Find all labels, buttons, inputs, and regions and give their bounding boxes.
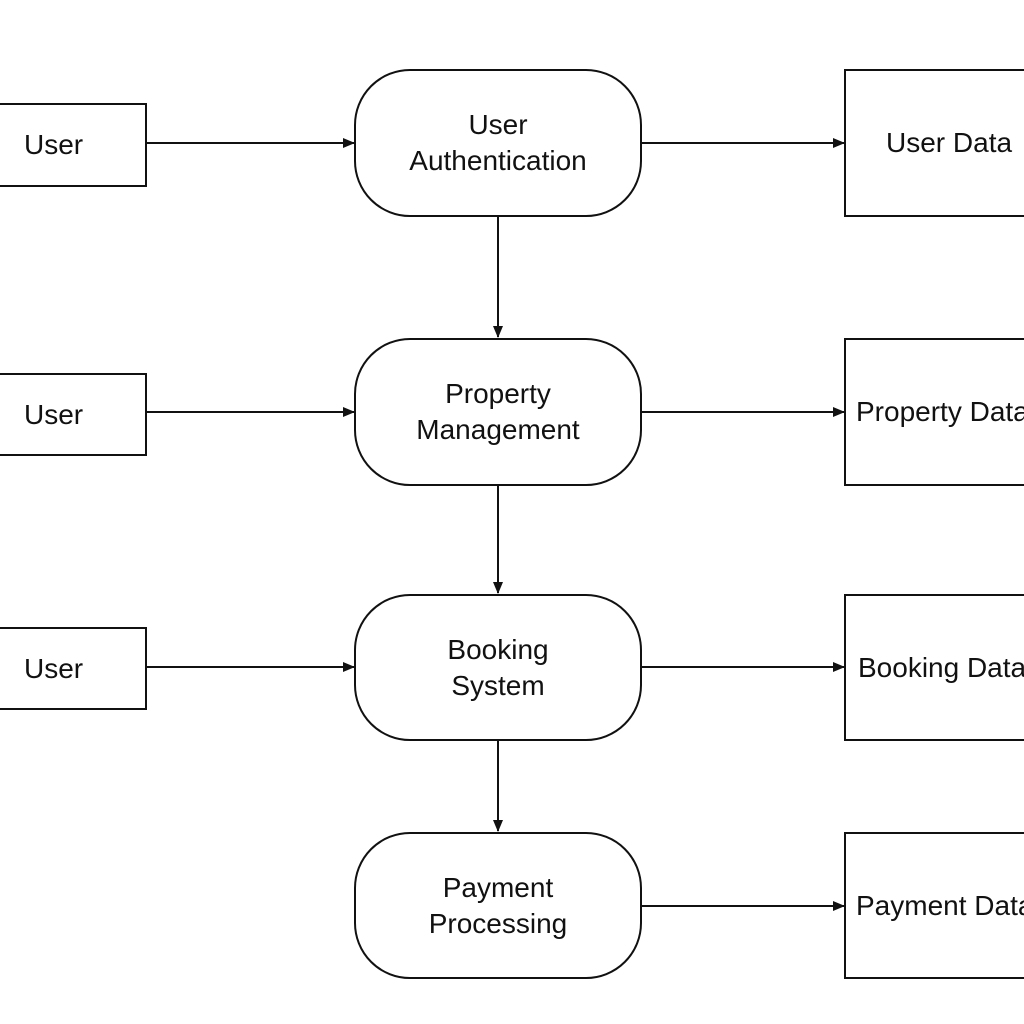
process-booking-system-label: Booking System — [447, 633, 549, 701]
entity-user-1: User — [0, 103, 147, 187]
store-property-data: Property Data — [844, 338, 1024, 486]
store-booking-data-label: Booking Data — [858, 651, 1024, 683]
store-user-data-label: User Data — [886, 127, 1013, 158]
entity-user-2-label: User — [24, 398, 84, 430]
entity-user-2: User — [0, 373, 147, 456]
process-property-management-label: Property Management — [416, 378, 580, 445]
store-booking-data: Booking Data — [844, 594, 1024, 741]
process-user-authentication-label: User Authentication — [409, 109, 587, 176]
entity-user-1-label: User — [24, 129, 84, 160]
store-payment-data-label: Payment Data — [856, 889, 1024, 921]
store-property-data-label: Property Data — [856, 396, 1024, 427]
process-payment-processing-label: Payment Processing — [428, 871, 568, 939]
process-property-management: Property Management — [354, 338, 642, 486]
store-payment-data: Payment Data — [844, 832, 1024, 979]
process-payment-processing: Payment Processing — [354, 832, 642, 979]
process-user-authentication: User Authentication — [354, 69, 642, 217]
entity-user-3: User — [0, 627, 147, 710]
process-booking-system: Booking System — [354, 594, 642, 741]
entity-user-3-label: User — [24, 652, 84, 684]
store-user-data: User Data — [844, 69, 1024, 217]
